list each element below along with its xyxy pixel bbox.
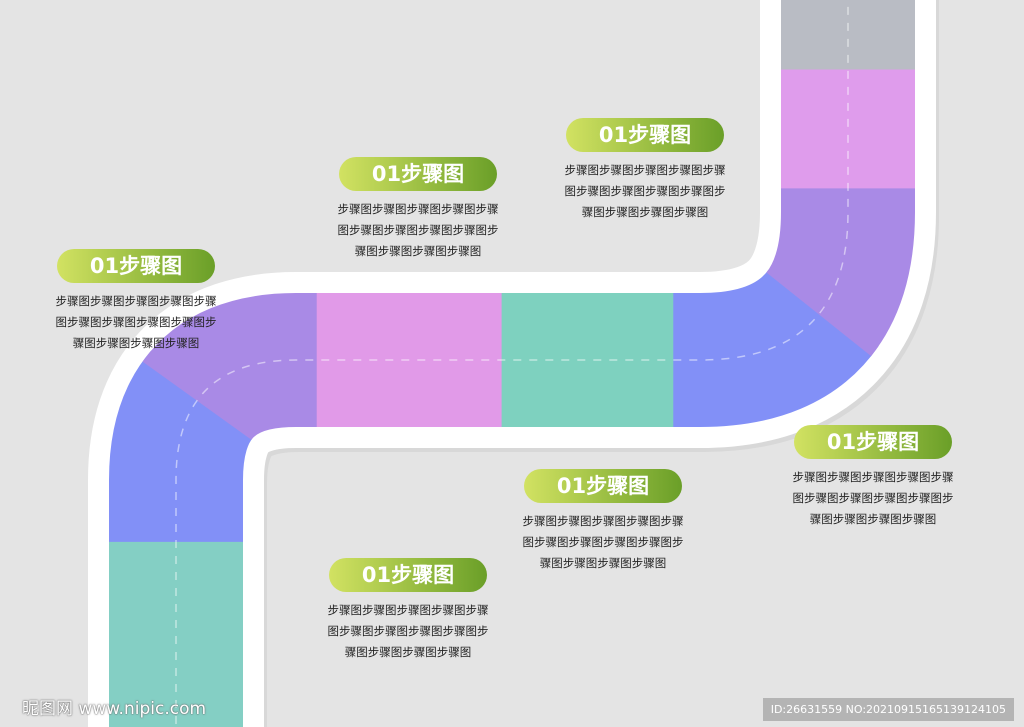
- step-desc-line: 骤图步骤图步骤图步骤图: [809, 512, 937, 526]
- step-desc-line: 图步骤图步骤图步骤图步骤图步: [327, 624, 489, 638]
- step-title-pill: 01步骤图: [566, 118, 724, 152]
- step-title-pill: 01步骤图: [57, 249, 215, 283]
- step-desc-line: 骤图步骤图步骤图步骤图: [539, 556, 667, 570]
- step-card-5: 01步骤图 步骤图步骤图步骤图步骤图步骤图步骤图步骤图步骤图步骤图步骤图步骤图步…: [503, 469, 703, 574]
- step-card-4: 01步骤图 步骤图步骤图步骤图步骤图步骤图步骤图步骤图步骤图步骤图步骤图步骤图步…: [773, 425, 973, 530]
- step-title-pill: 01步骤图: [339, 157, 497, 191]
- road-segment: [108, 0, 915, 727]
- step-desc-line: 步骤图步骤图步骤图步骤图步骤: [792, 470, 954, 484]
- step-title-pill: 01步骤图: [794, 425, 952, 459]
- image-id-label: ID:26631559 NO:20210915165139124105: [762, 698, 1014, 721]
- step-title-pill: 01步骤图: [524, 469, 682, 503]
- step-card-2: 01步骤图 步骤图步骤图步骤图步骤图步骤图步骤图步骤图步骤图步骤图步骤图步骤图步…: [318, 157, 518, 262]
- step-card-6: 01步骤图 步骤图步骤图步骤图步骤图步骤图步骤图步骤图步骤图步骤图步骤图步骤图步…: [308, 558, 508, 663]
- watermark: 昵图网 www.nipic.com: [22, 699, 207, 719]
- step-desc-line: 步骤图步骤图步骤图步骤图步骤: [327, 603, 489, 617]
- step-desc-line: 步骤图步骤图步骤图步骤图步骤: [337, 202, 499, 216]
- step-desc-line: 步骤图步骤图步骤图步骤图步骤: [522, 514, 684, 528]
- step-desc-line: 图步骤图步骤图步骤图步骤图步: [337, 223, 499, 237]
- step-desc-line: 图步骤图步骤图步骤图步骤图步: [564, 184, 726, 198]
- step-title-pill: 01步骤图: [329, 558, 487, 592]
- step-desc-line: 骤图步骤图步骤图步骤图: [72, 336, 200, 350]
- step-card-1: 01步骤图 步骤图步骤图步骤图步骤图步骤图步骤图步骤图步骤图步骤图步骤图步骤图步…: [36, 249, 236, 354]
- step-desc-line: 步骤图步骤图步骤图步骤图步骤: [564, 163, 726, 177]
- step-desc-line: 图步骤图步骤图步骤图步骤图步: [792, 491, 954, 505]
- step-desc-line: 骤图步骤图步骤图步骤图: [354, 244, 482, 258]
- step-desc-line: 图步骤图步骤图步骤图步骤图步: [522, 535, 684, 549]
- step-desc-line: 图步骤图步骤图步骤图步骤图步: [55, 315, 217, 329]
- step-desc-line: 骤图步骤图步骤图步骤图: [344, 645, 472, 659]
- step-card-3: 01步骤图 步骤图步骤图步骤图步骤图步骤图步骤图步骤图步骤图步骤图步骤图步骤图步…: [545, 118, 745, 223]
- step-desc-line: 骤图步骤图步骤图步骤图: [581, 205, 709, 219]
- step-desc-line: 步骤图步骤图步骤图步骤图步骤: [55, 294, 217, 308]
